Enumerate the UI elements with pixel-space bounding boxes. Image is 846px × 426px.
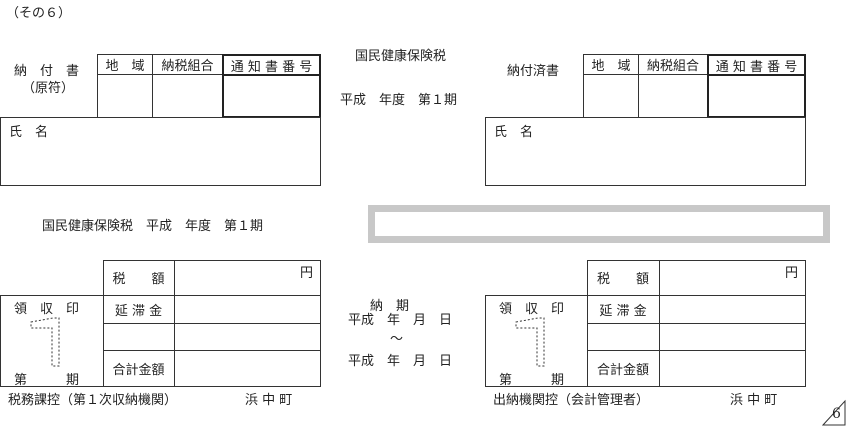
tax-union-field[interactable] xyxy=(638,74,708,118)
area-field[interactable] xyxy=(583,74,639,118)
header-tax-union: 納税組合 xyxy=(638,54,708,75)
form-title: 納 付 書 xyxy=(14,64,80,79)
dashed-number-1-icon xyxy=(30,317,60,367)
tax-amount-label: 税 額 xyxy=(112,272,165,287)
tax-union-field[interactable] xyxy=(152,74,223,118)
name-field[interactable]: 氏 名 xyxy=(485,117,806,186)
tax-name: 国民健康保険税 xyxy=(355,49,447,64)
yen-label: 円 xyxy=(785,266,799,281)
page-label: （その６） xyxy=(6,6,72,21)
receipt-period: 第 期 xyxy=(14,373,80,388)
area-field[interactable] xyxy=(97,74,153,118)
middle-title: 国民健康保険税 平成 年度 第１期 xyxy=(42,219,264,234)
due-tilde: ～ xyxy=(390,332,404,347)
total-label: 合計金額 xyxy=(112,363,165,378)
name-label: 氏 名 xyxy=(494,125,534,140)
header-notice-number: 通 知 書 番 号 xyxy=(222,54,321,76)
tax-amount-label: 税 額 xyxy=(596,272,649,287)
receipt-period: 第 期 xyxy=(499,373,565,388)
header-notice-number: 通 知 書 番 号 xyxy=(707,54,806,76)
footer-right: 出納機関控（会計管理者） xyxy=(493,393,650,408)
receipt-label: 領 収 印 xyxy=(14,302,80,317)
yen-label: 円 xyxy=(300,266,314,281)
name-field[interactable]: 氏 名 xyxy=(0,117,321,186)
header-tax-union: 納税組合 xyxy=(152,54,223,75)
total-label: 合計金額 xyxy=(596,363,649,378)
due-from: 平成 年 月 日 xyxy=(348,313,453,328)
town-right: 浜 中 町 xyxy=(730,393,778,408)
late-fee-label: 延 滞 金 xyxy=(599,303,647,319)
receipt-label: 領 収 印 xyxy=(499,302,565,317)
header-area: 地 域 xyxy=(97,54,153,75)
receipt-stamp-box xyxy=(485,295,588,387)
town-left: 浜 中 町 xyxy=(245,393,293,408)
gray-box xyxy=(368,205,830,243)
period: 平成 年度 第１期 xyxy=(340,93,458,108)
footer-left: 税務課控（第１次収納機関） xyxy=(8,393,178,408)
form-subtitle: （原符） xyxy=(22,81,75,96)
due-to: 平成 年 月 日 xyxy=(348,354,453,369)
due-label: 納 期 xyxy=(370,299,410,314)
page-number: 6 xyxy=(832,406,841,422)
late-fee-label: 延 滞 金 xyxy=(114,303,163,319)
name-label: 氏 名 xyxy=(9,125,49,140)
page-corner-triangle-icon xyxy=(822,399,846,426)
receipt-stamp-box xyxy=(0,295,104,387)
notice-number-field[interactable] xyxy=(222,74,321,118)
form-title-right: 納付済書 xyxy=(507,64,560,79)
notice-number-field[interactable] xyxy=(707,74,806,118)
dashed-number-1-icon xyxy=(515,317,545,367)
header-area: 地 域 xyxy=(583,54,639,75)
